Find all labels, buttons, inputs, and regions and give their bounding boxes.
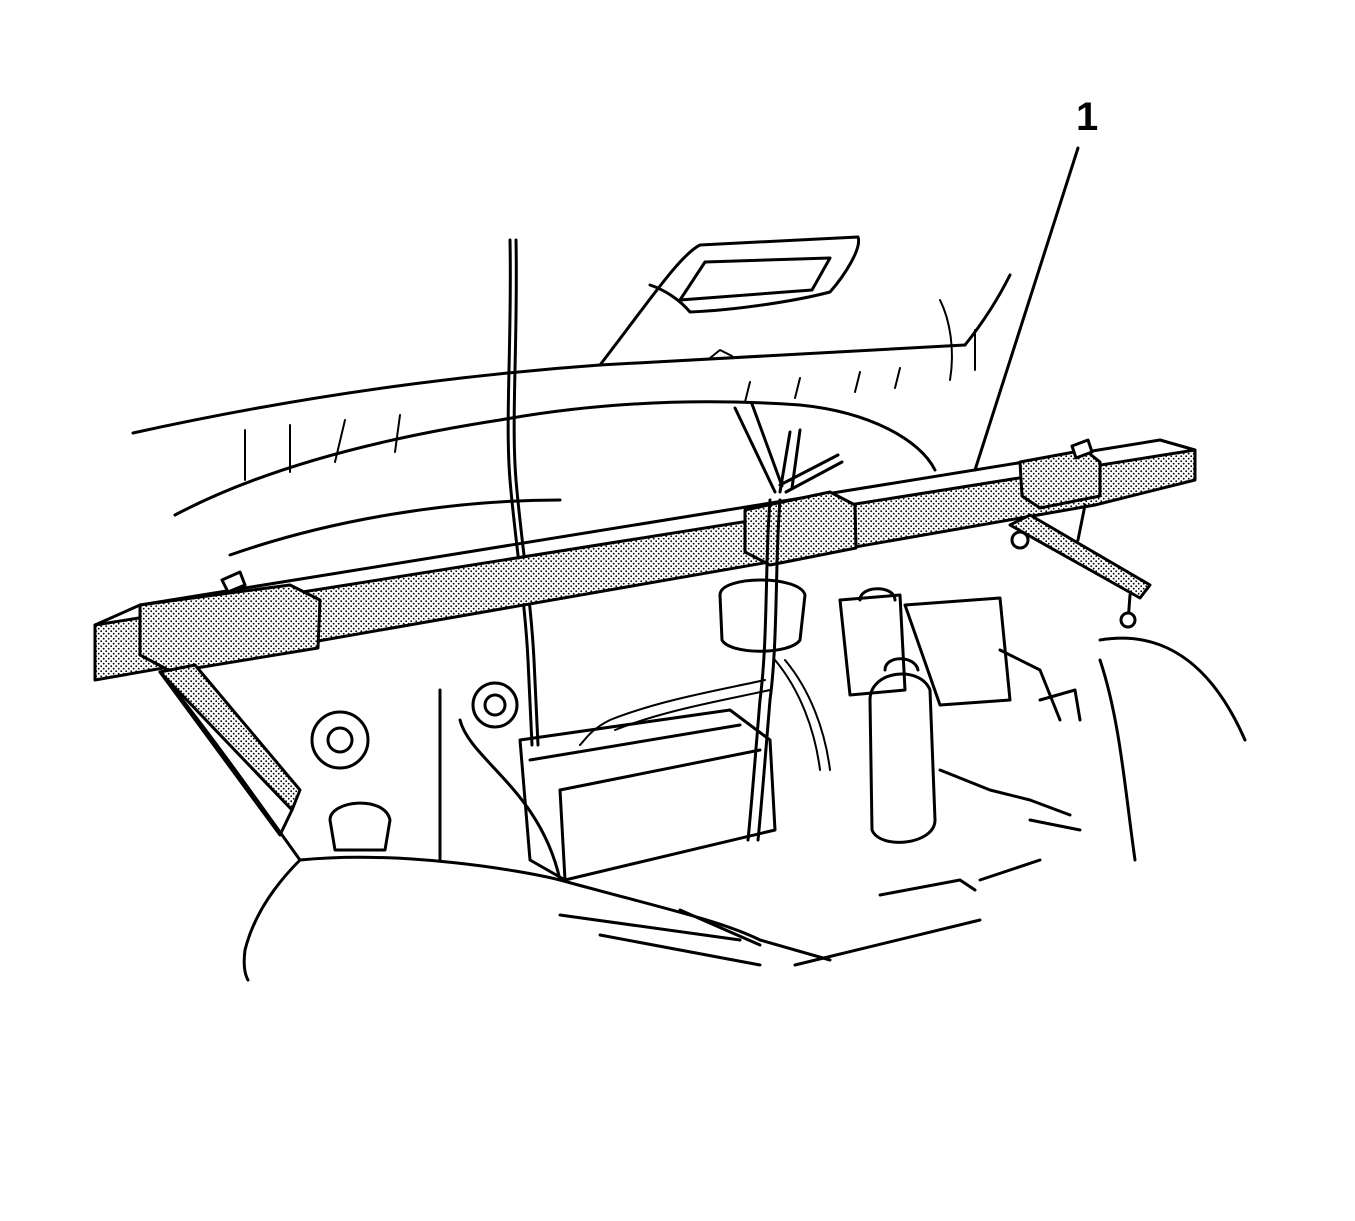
front-body [158,670,1082,982]
lifting-chain [579,402,844,842]
engine-support-fixture [93,438,1197,837]
hood-prop-rod [506,238,540,747]
callout-1-leader [973,146,1080,472]
callout-1: 1 [973,95,1098,472]
engine-components [310,578,1247,882]
callout-1-label: 1 [1076,95,1098,139]
raised-hood [131,235,1012,557]
